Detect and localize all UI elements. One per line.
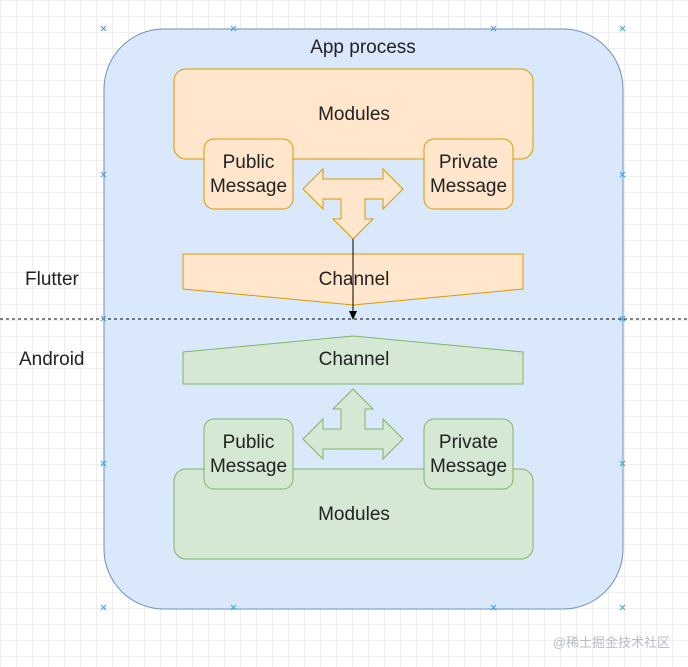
marker-icon: [619, 25, 626, 32]
flutter-public-message-label: Public Message: [209, 152, 288, 197]
watermark-text: @稀土掘金技术社区: [552, 635, 670, 650]
grid-markers: [100, 25, 626, 611]
marker-icon: [230, 25, 237, 32]
android-public-message-label: Public Message: [209, 432, 288, 477]
flutter-public-message-box: [203, 138, 294, 210]
flutter-modules-box: [173, 68, 534, 160]
flutter-private-message-label: Private Message: [429, 152, 508, 197]
android-private-message-label: Private Message: [429, 432, 508, 477]
marker-icon: [230, 604, 237, 611]
android-channel-shape: [182, 335, 524, 385]
marker-icon: [100, 460, 107, 467]
marker-icon: [100, 604, 107, 611]
connector-arrowhead: [349, 311, 357, 320]
android-channel-label: Channel: [318, 349, 390, 370]
marker-icon: [619, 171, 626, 178]
flutter-layer-label: Flutter: [25, 269, 79, 290]
app-process-title: App process: [310, 37, 416, 58]
flutter-channel-label: Channel: [318, 269, 390, 290]
marker-icon: [619, 460, 626, 467]
marker-icon: [490, 25, 497, 32]
marker-icon: [490, 604, 497, 611]
android-modules-label: Modules: [318, 504, 390, 525]
marker-icon: [100, 315, 107, 322]
flutter-three-way-arrow: [302, 167, 404, 240]
marker-icon: [100, 25, 107, 32]
android-private-message-box: [423, 418, 514, 490]
flutter-modules-label: Modules: [318, 104, 390, 125]
android-public-message-box: [203, 418, 294, 490]
flutter-private-message-box: [423, 138, 514, 210]
marker-icon: [619, 604, 626, 611]
marker-icon: [100, 171, 107, 178]
marker-icon: [619, 315, 626, 322]
android-modules-box: [173, 468, 534, 560]
android-three-way-arrow: [302, 388, 404, 461]
android-layer-label: Android: [19, 349, 85, 370]
